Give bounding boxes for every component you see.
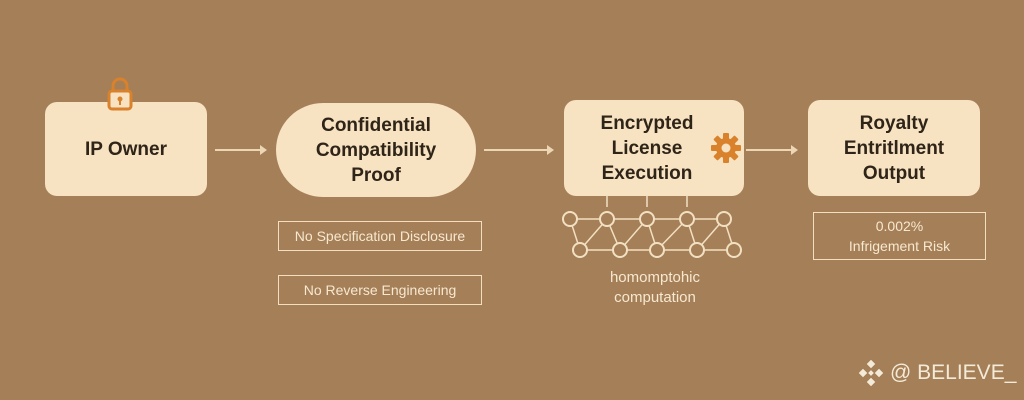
brand-watermark: @ BELIEVE_ (858, 360, 1016, 386)
output-node: Royalty Entritlment Output (808, 100, 980, 196)
lock-icon (107, 77, 133, 111)
ip-owner-label: IP Owner (84, 138, 167, 160)
output-label: Royalty Entritlment Output (843, 112, 945, 184)
arrow-3 (746, 145, 798, 155)
ip-owner-node: IP Owner (45, 102, 207, 196)
arrow-2 (484, 145, 554, 155)
proof-label: Confidential Compatibility Proof (315, 114, 437, 186)
execution-node: Encrypted License Execution (564, 100, 744, 196)
proof-node: Confidential Compatibility Proof (276, 103, 476, 197)
no-spec-note: No Specification Disclosure (278, 221, 482, 251)
no-reverse-note: No Reverse Engineering (278, 275, 482, 305)
binance-logo-icon (858, 360, 884, 386)
execution-label: Encrypted License Execution (600, 112, 694, 184)
computation-network (562, 195, 742, 258)
risk-note: 0.002% Infrigement Risk (813, 212, 986, 260)
brand-text: @ BELIEVE_ (890, 361, 1017, 384)
arrow-1 (215, 145, 267, 155)
gear-icon (711, 133, 741, 163)
computation-caption: homomptohic computation (609, 269, 701, 306)
